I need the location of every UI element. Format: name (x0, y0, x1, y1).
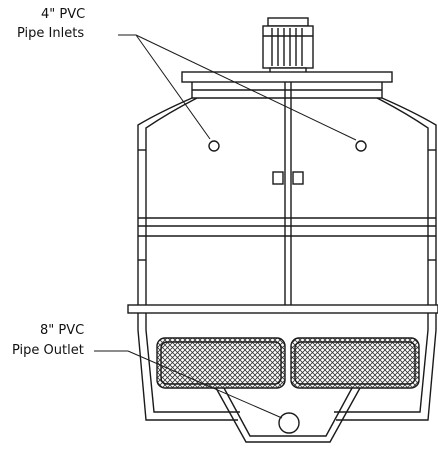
inlet-label-name: Pipe Inlets (17, 26, 85, 41)
inlet-label-size: 4" PVC (41, 7, 86, 22)
right-inlet-port (355, 140, 367, 152)
fan-motor (262, 17, 314, 74)
leader-lines (94, 34, 357, 419)
left-air-inlet-louver (156, 337, 286, 389)
left-inlet-port (208, 140, 220, 152)
top-deck (181, 71, 393, 98)
tower-body (137, 82, 437, 305)
outlet-label-size: 8" PVC (40, 323, 85, 338)
right-air-inlet-louver (290, 337, 420, 389)
outlet-label-name: Pipe Outlet (12, 343, 84, 358)
outlet-port (278, 412, 300, 434)
basin (127, 304, 438, 443)
